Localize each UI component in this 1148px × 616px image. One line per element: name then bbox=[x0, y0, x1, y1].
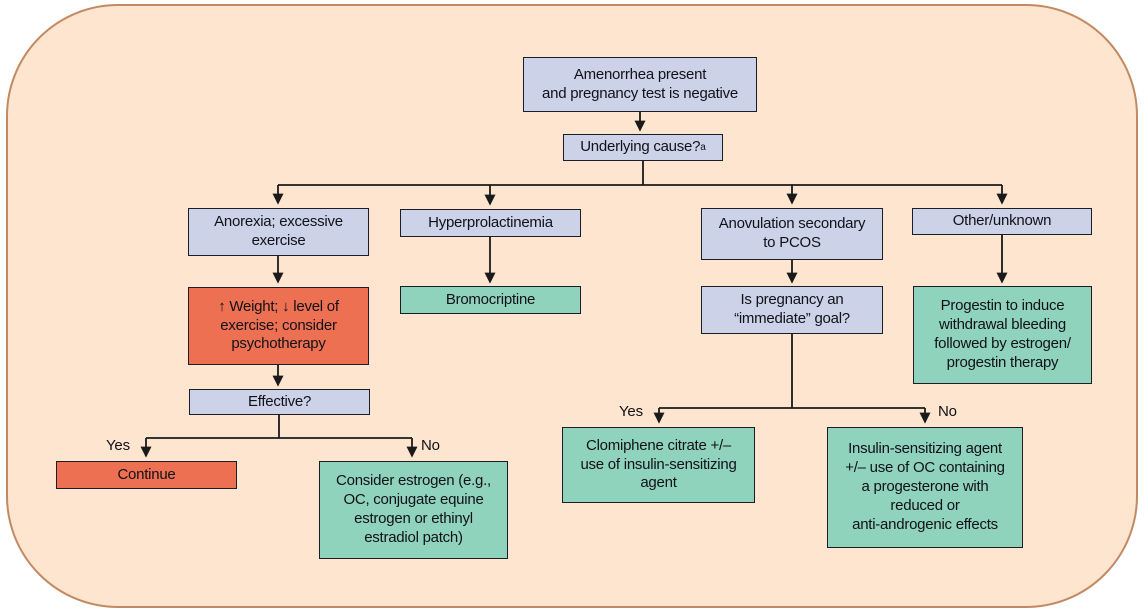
node-pregnancy-immediate-goal: Is pregnancy an “immediate” goal? bbox=[701, 286, 883, 334]
edge-label-pregnancy-yes: Yes bbox=[619, 403, 643, 420]
node-insulin-sensitizing: Insulin-sensitizing agent +/– use of OC … bbox=[827, 427, 1023, 548]
node-consider-estrogen: Consider estrogen (e.g., OC, conjugate e… bbox=[319, 461, 508, 559]
edge-label-effective-no: No bbox=[421, 437, 440, 454]
node-effective: Effective? bbox=[189, 389, 370, 415]
underlying-cause-text: Underlying cause? bbox=[580, 138, 701, 156]
node-continue: Continue bbox=[56, 461, 237, 489]
node-underlying-cause: Underlying cause?a bbox=[563, 134, 723, 161]
node-clomiphene-citrate: Clomiphene citrate +/– use of insulin-se… bbox=[562, 427, 755, 503]
node-weight-exercise-psychotherapy: ↑ Weight; ↓ level of exercise; consider … bbox=[188, 287, 369, 365]
node-anovulation-pcos: Anovulation secondary to PCOS bbox=[701, 208, 883, 260]
node-anorexia-excessive-exercise: Anorexia; excessive exercise bbox=[188, 208, 369, 256]
node-other-unknown: Other/unknown bbox=[912, 208, 1092, 235]
edge-label-effective-yes: Yes bbox=[106, 437, 130, 454]
node-bromocriptine: Bromocriptine bbox=[400, 286, 581, 314]
edge-label-pregnancy-no: No bbox=[938, 403, 957, 420]
node-progestin-withdrawal: Progestin to induce withdrawal bleeding … bbox=[913, 286, 1092, 384]
node-hyperprolactinemia: Hyperprolactinemia bbox=[400, 209, 581, 237]
node-amenorrhea-present: Amenorrhea present and pregnancy test is… bbox=[523, 57, 757, 112]
